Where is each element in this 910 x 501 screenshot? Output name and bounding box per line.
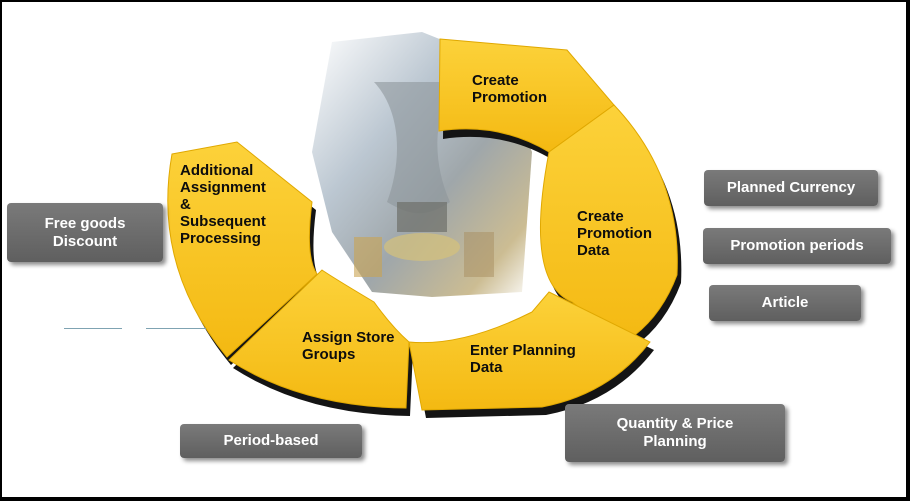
segment-label-additional-assignment: Additional Assignment & Subsequent Proce… — [180, 162, 266, 247]
segment-label-create-promotion: Create Promotion — [472, 72, 547, 106]
quantity-price-planning-box: Quantity & Price Planning — [565, 404, 785, 462]
segment-label-assign-store-groups: Assign Store Groups — [302, 329, 395, 363]
segment-enter-planning-data — [408, 291, 651, 411]
segment-additional-assignment — [167, 141, 318, 358]
decorative-line — [146, 328, 206, 329]
segment-label-enter-planning-data: Enter Planning Data — [470, 342, 576, 376]
article-box: Article — [709, 285, 861, 321]
promotion-periods-box: Promotion periods — [703, 228, 891, 264]
free-goods-discount-box: Free goods Discount — [7, 203, 163, 262]
segment-assign-store-groups — [228, 269, 410, 409]
segment-create-promotion-data — [539, 104, 678, 343]
cycle-segments — [167, 38, 678, 411]
decorative-line — [64, 328, 122, 329]
planned-currency-box: Planned Currency — [704, 170, 878, 206]
period-based-box: Period-based — [180, 424, 362, 458]
segment-label-create-promotion-data: Create Promotion Data — [577, 208, 652, 259]
